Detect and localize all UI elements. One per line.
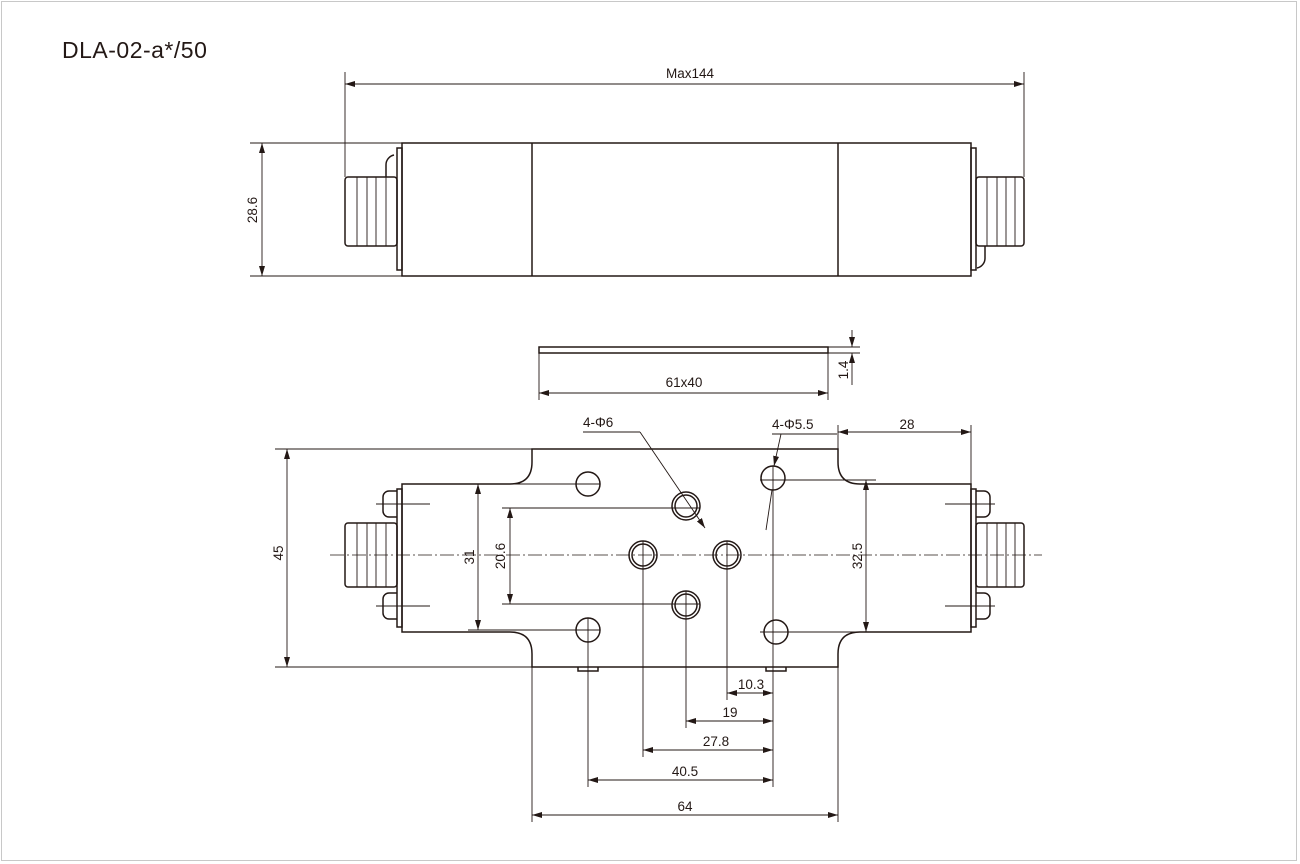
top-body bbox=[401, 142, 972, 277]
mounting-holes-6 bbox=[628, 491, 742, 620]
top-view: Max144 28.6 bbox=[245, 66, 1025, 277]
hole-spacing-20-6-dim: 20.6 bbox=[493, 543, 508, 569]
hole-spacing-31-dim: 31 bbox=[462, 549, 477, 564]
drawing-shape bbox=[671, 491, 701, 521]
left-connector bbox=[344, 154, 398, 247]
drawing-title: DLA-02-a*/50 bbox=[62, 37, 208, 63]
plate-thickness-dim: 1.4 bbox=[836, 360, 851, 379]
drawing-shape bbox=[674, 494, 698, 518]
height-dim: 28.6 bbox=[245, 197, 260, 223]
drawing-line bbox=[639, 431, 706, 529]
hole-6-label: 4-Φ6 bbox=[583, 415, 613, 430]
drawing-shape bbox=[344, 176, 398, 247]
dim-64: 64 bbox=[677, 799, 693, 814]
dim-40-5: 40.5 bbox=[672, 764, 698, 779]
body-width-dim: 45 bbox=[271, 545, 286, 560]
drawing-shape bbox=[385, 154, 395, 177]
bottom-view: 45 31 20.6 32.5 28 4-Φ6 4-Φ5.5 10.3 19 2… bbox=[271, 415, 1042, 822]
dim-10-3: 10.3 bbox=[738, 677, 764, 692]
dim-19: 19 bbox=[722, 705, 737, 720]
right-connector bbox=[975, 176, 1025, 269]
hole-5-5-label: 4-Φ5.5 bbox=[772, 417, 814, 432]
plate-size-dim: 61x40 bbox=[666, 375, 703, 390]
plate-view: 61x40 1.4 bbox=[538, 330, 860, 400]
flange-offset-dim: 28 bbox=[899, 417, 914, 432]
dim-27-8: 27.8 bbox=[703, 734, 729, 749]
hole-spacing-32-5-dim: 32.5 bbox=[850, 543, 865, 569]
drawing-shape bbox=[976, 246, 986, 269]
drawing-line bbox=[773, 433, 782, 467]
drawing-shape bbox=[975, 176, 1025, 247]
mounting-plate bbox=[538, 346, 829, 354]
drawing-line bbox=[765, 489, 773, 531]
max-length-dim: Max144 bbox=[666, 66, 715, 81]
bottom-body bbox=[401, 448, 972, 668]
